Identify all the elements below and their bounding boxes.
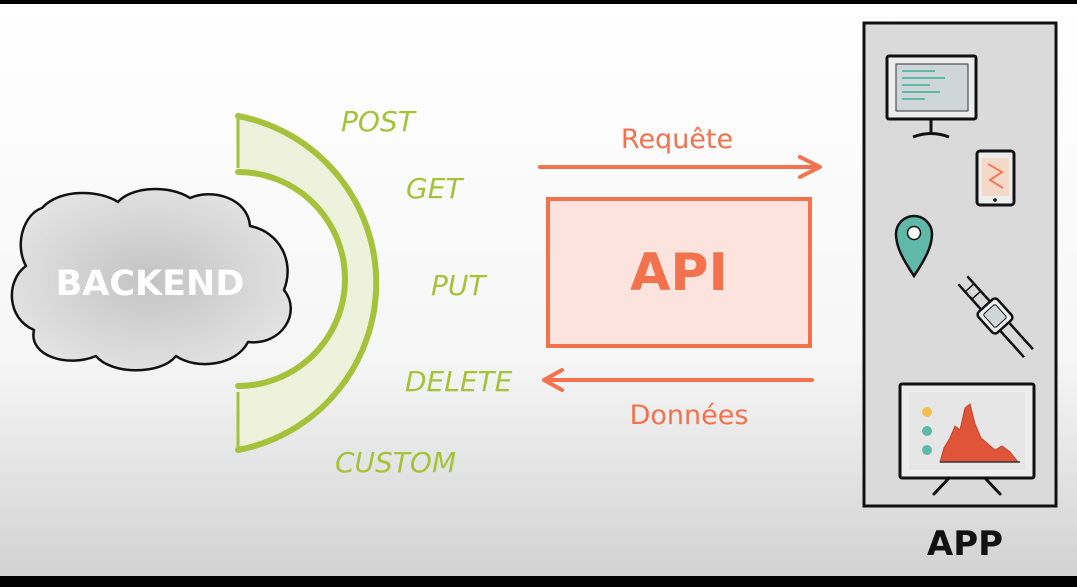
monitor-icon xyxy=(885,54,978,139)
method-custom: CUSTOM xyxy=(335,446,456,479)
method-post: POST xyxy=(341,105,417,138)
smartwatch-icon xyxy=(957,275,1034,359)
arrow-left-icon xyxy=(542,368,564,392)
gateway-arc xyxy=(235,113,380,453)
backend-cloud: BACKEND xyxy=(10,187,292,372)
request-arrow: Requête xyxy=(538,124,822,179)
api-box: API xyxy=(546,197,812,348)
response-arrow: Données xyxy=(542,368,814,431)
method-get: GET xyxy=(406,172,464,205)
tv-chart-icon xyxy=(898,382,1036,496)
api-label: API xyxy=(630,243,728,303)
backend-label: BACKEND xyxy=(56,264,245,304)
tablet-icon xyxy=(975,149,1016,207)
arrow-right-icon xyxy=(798,155,822,179)
request-label: Requête xyxy=(621,124,733,155)
app-panel xyxy=(862,21,1058,508)
method-delete: DELETE xyxy=(405,365,513,398)
http-methods: POST GET PUT DELETE CUSTOM xyxy=(335,105,513,479)
response-label: Données xyxy=(630,400,749,431)
app-label: APP xyxy=(927,524,1003,564)
method-put: PUT xyxy=(431,269,487,302)
map-pin-icon xyxy=(894,214,934,279)
